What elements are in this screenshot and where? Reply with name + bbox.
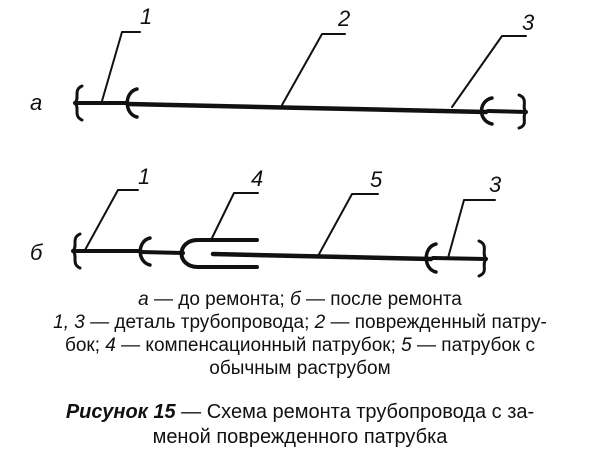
callout-3-a: 3 <box>522 10 535 35</box>
legend-text-1-3: — деталь трубопровода; <box>84 312 315 333</box>
legend-key-2: 2 <box>314 312 326 333</box>
leader-4-b <box>211 192 259 239</box>
figure-title-part-1: — Схема ремонта трубопровода с за- <box>175 401 535 423</box>
legend-line-2: 1, 3 — деталь трубопровода; 2 — поврежде… <box>0 311 600 334</box>
figure-title-part-2: меной поврежденного патрубка <box>152 426 448 448</box>
figure-label: Рисунок 15 <box>65 401 176 423</box>
socket-3-b <box>424 242 438 274</box>
legend-text-a: — до ремонта; <box>148 289 291 310</box>
legend-key-5: 5 <box>401 335 412 356</box>
pipe-part-3-a <box>486 109 528 114</box>
legend-text-4: — компенсационный патрубок; <box>115 335 402 356</box>
leader-1-a <box>101 31 141 102</box>
legend-text-b: — после ремонта <box>300 289 462 310</box>
pipe-part-3-b <box>431 256 488 261</box>
legend: а — до ремонта; б — после ремонта 1, 3 —… <box>0 288 600 380</box>
legend-line-3: бок; 4 — компенсационный патрубок; 5 — п… <box>0 334 600 357</box>
legend-line-1: а — до ремонта; б — после ремонта <box>0 288 600 311</box>
legend-text-5: — патрубок с <box>411 335 536 356</box>
row-b-after-repair: б <box>30 164 502 278</box>
leader-3-b <box>447 199 496 259</box>
compensation-pipe-4 <box>179 238 259 269</box>
leader-2-a <box>281 33 346 106</box>
leader-3-a <box>451 35 527 108</box>
legend-key-4: 4 <box>105 335 116 356</box>
socket-3-a <box>479 96 494 126</box>
pipe-stub-b <box>139 250 185 255</box>
legend-key-b: б <box>290 289 301 310</box>
leader-1-b <box>84 189 139 251</box>
figure-caption-line-1: Рисунок 15 — Схема ремонта трубопровода … <box>0 400 600 425</box>
row-b-label: б <box>30 240 44 265</box>
callout-1-a: 1 <box>140 4 152 29</box>
ordinary-pipe-5 <box>210 251 434 262</box>
legend-text-2: — поврежденный патру- <box>325 312 547 333</box>
row-a-before-repair: а 1 2 <box>30 4 535 130</box>
leader-5-b <box>317 193 379 257</box>
legend-key-a: а <box>138 289 149 310</box>
damaged-pipe-2-a <box>125 101 489 115</box>
callout-2-a: 2 <box>337 6 350 31</box>
pipeline-repair-diagram: а 1 2 <box>30 4 535 278</box>
row-a-label: а <box>30 90 42 115</box>
break-mark-right-b <box>477 239 488 278</box>
legend-text-continue: бок; <box>64 335 106 356</box>
figure-caption: Рисунок 15 — Схема ремонта трубопровода … <box>0 400 600 450</box>
callout-1-b: 1 <box>138 164 150 189</box>
legend-line-4: обычным раструбом <box>209 358 391 379</box>
callout-4-b: 4 <box>251 166 263 191</box>
callout-5-b: 5 <box>370 167 383 192</box>
callout-3-b: 3 <box>489 172 502 197</box>
legend-key-1-3: 1, 3 <box>53 312 85 333</box>
break-mark-right-a <box>517 93 528 130</box>
